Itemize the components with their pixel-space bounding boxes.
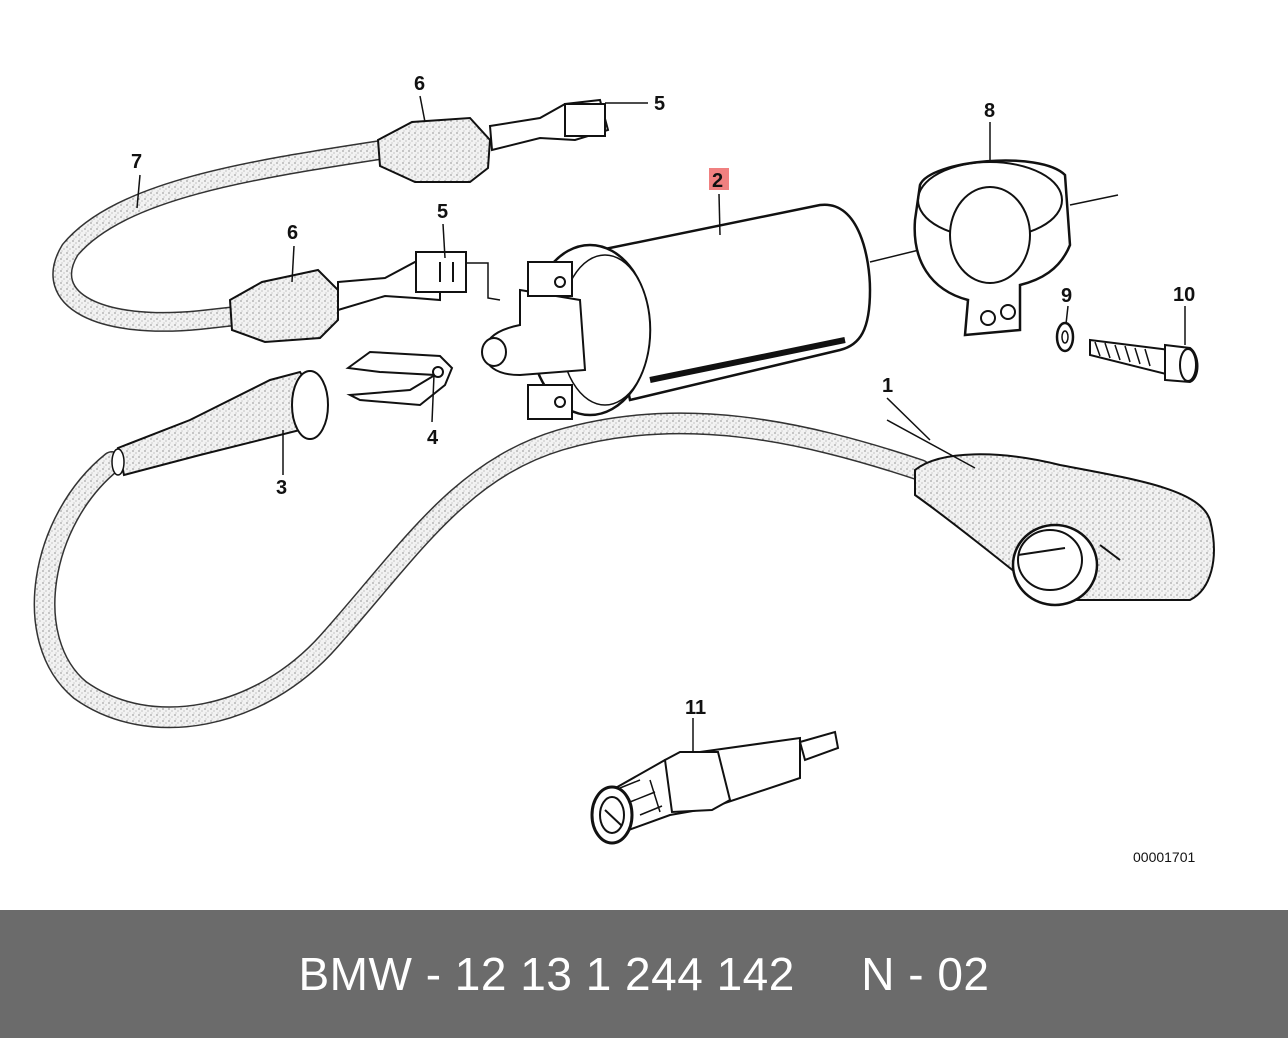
bolt [1089,338,1199,384]
cable-boot [111,370,329,477]
part-number-text: BMW - 12 13 1 244 142 N - 02 [298,948,990,1000]
label-2: 2 [712,170,723,192]
ignition-cable-long [33,412,931,729]
label-6-lower: 6 [287,222,298,244]
label-9: 9 [1061,285,1072,307]
label-6-upper: 6 [414,73,425,95]
label-5-upper: 5 [654,93,665,115]
spark-plug-connector [914,453,1215,607]
spark-plug [590,730,840,845]
label-7: 7 [131,151,142,173]
washer [1055,321,1075,353]
ignition-coil [481,203,961,420]
parts-diagram: 1 2 3 4 5 5 6 6 7 8 9 10 11 00001701 [33,73,1215,865]
upper-cable-assembly [52,98,610,344]
label-5-lower: 5 [437,201,448,223]
part-number-footer: BMW - 12 13 1 244 142 N - 02 [0,910,1288,1038]
label-4: 4 [427,427,439,449]
label-10: 10 [1173,284,1195,306]
label-1: 1 [882,375,893,397]
label-8: 8 [984,100,995,122]
label-3: 3 [276,477,287,499]
label-11: 11 [685,697,706,719]
leader-lines [136,95,1186,753]
clip [345,350,454,407]
highlight-box [709,168,729,190]
drawing-number: 00001701 [1133,849,1196,865]
mounting-clamp [913,159,1119,337]
